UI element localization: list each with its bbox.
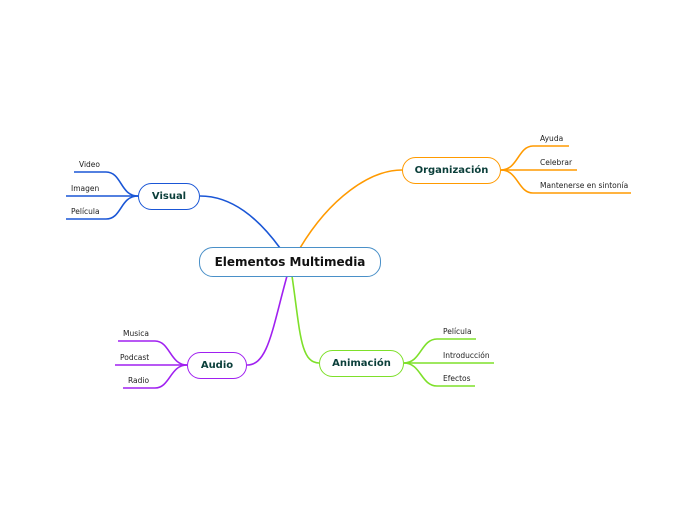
leaf-org-celebrar[interactable]: Celebrar (540, 158, 573, 167)
leaf-audio-radio[interactable]: Radio (128, 376, 150, 385)
connector-organizacion (299, 169, 403, 249)
connector-org-leaf-1 (500, 145, 569, 171)
leaf-org-sintonia[interactable]: Mantenerse en sintonía (540, 181, 629, 190)
connector-audio-leaf-1 (118, 340, 188, 366)
leaf-audio-podcast[interactable]: Podcast (120, 353, 150, 362)
branch-visual-label: Visual (151, 191, 187, 202)
connector-visual-leaf-1 (74, 171, 139, 197)
leaf-org-ayuda[interactable]: Ayuda (540, 134, 564, 143)
connector-audio-leaf-3 (123, 364, 188, 389)
leaf-anim-efectos[interactable]: Efectos (443, 374, 471, 383)
central-topic-label: Elementos Multimedia (214, 255, 366, 269)
branch-audio-label: Audio (200, 360, 234, 371)
connector-anim-leaf-3 (403, 362, 475, 387)
branch-animacion[interactable]: Animación (319, 350, 404, 377)
branch-audio[interactable]: Audio (187, 352, 247, 379)
leaf-audio-musica[interactable]: Musica (123, 329, 149, 338)
branch-visual[interactable]: Visual (138, 183, 200, 210)
connector-org-leaf-3 (500, 169, 631, 194)
connector-audio (246, 275, 288, 366)
leaf-visual-imagen[interactable]: Imagen (71, 184, 100, 193)
leaf-visual-video[interactable]: Video (79, 160, 101, 169)
branch-organizacion-label: Organización (414, 165, 489, 176)
connector-visual-leaf-3 (66, 195, 139, 220)
branch-animacion-label: Animación (332, 358, 391, 369)
leaf-visual-pelicula[interactable]: Película (71, 207, 100, 216)
connector-animacion (291, 275, 320, 364)
connector-anim-leaf-1 (403, 338, 476, 364)
leaf-anim-pelicula[interactable]: Película (443, 327, 472, 336)
connector-visual (199, 195, 281, 249)
central-topic[interactable]: Elementos Multimedia (199, 247, 381, 277)
leaf-anim-introduccion[interactable]: Introducción (443, 351, 490, 360)
branch-organizacion[interactable]: Organización (402, 157, 501, 184)
